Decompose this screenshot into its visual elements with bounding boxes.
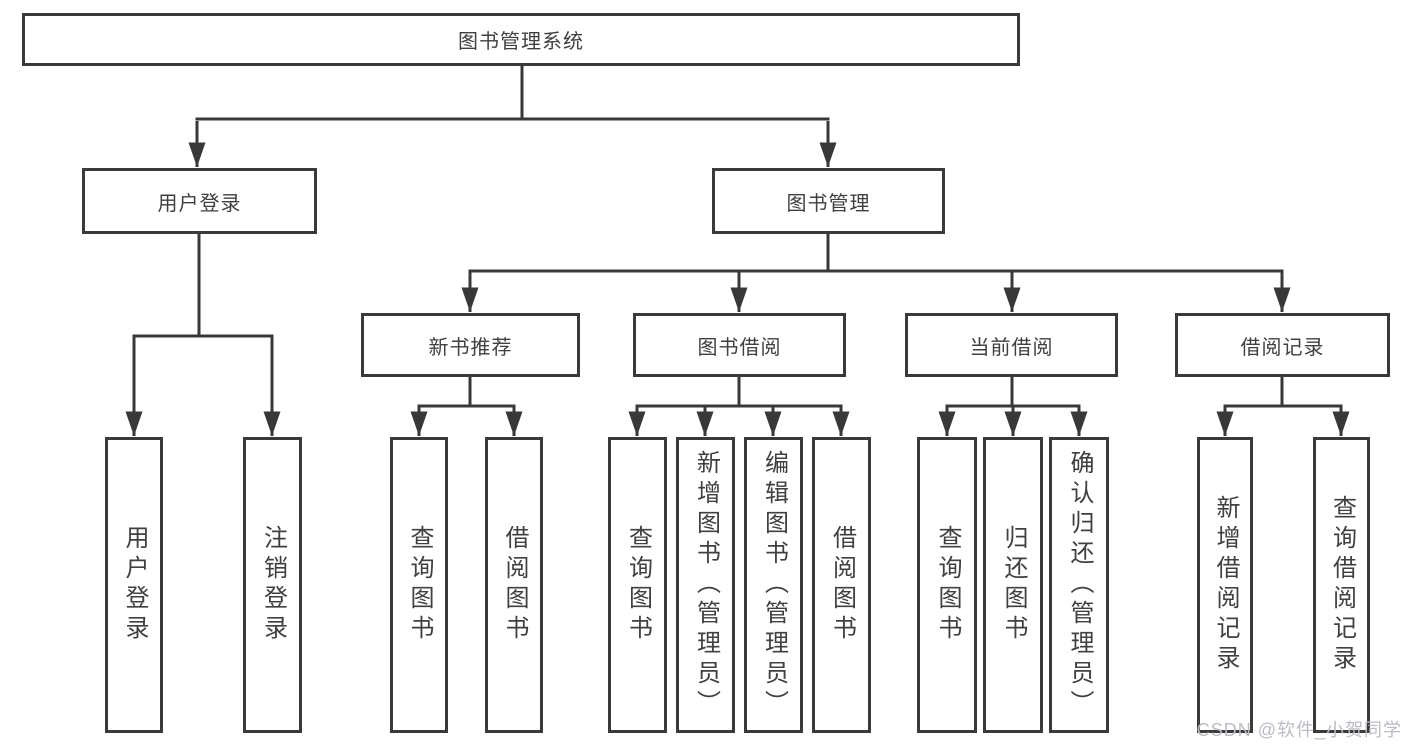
node-label: 当前借阅	[969, 336, 1054, 359]
leaf-borrow-books: 借阅图书	[485, 437, 543, 733]
node-book-borrowing: 图书借阅	[633, 313, 846, 377]
node-label: 借阅记录	[1240, 336, 1325, 359]
leaf-query-books: 查询图书	[390, 437, 448, 733]
leaf-borrow-books: 借阅图书	[812, 437, 871, 733]
leaf-edit-book-admin: 编辑图书（管理员）	[744, 437, 803, 733]
leaf-add-book-admin: 新增图书（管理员）	[676, 437, 735, 733]
leaf-query-borrow-record: 查询借阅记录	[1313, 437, 1370, 733]
leaf-return-book: 归还图书	[983, 437, 1043, 733]
leaf-add-borrow-record: 新增借阅记录	[1197, 437, 1253, 733]
node-user-login: 用户登录	[82, 168, 317, 234]
node-borrowing-records: 借阅记录	[1175, 313, 1390, 377]
node-new-book-recommendation: 新书推荐	[361, 313, 580, 377]
node-library-management-system: 图书管理系统	[22, 13, 1020, 66]
leaf-logout: 注销登录	[243, 437, 302, 733]
leaf-query-books: 查询图书	[608, 437, 667, 733]
leaf-user-login: 用户登录	[105, 437, 163, 733]
node-label: 图书管理	[786, 192, 871, 215]
leaf-confirm-return-admin: 确认归还（管理员）	[1049, 437, 1109, 733]
node-label: 图书借阅	[697, 336, 782, 359]
node-book-management: 图书管理	[712, 168, 945, 234]
csdn-watermark: CSDN @软件_小贺同学	[1196, 720, 1402, 740]
node-label: 用户登录	[157, 192, 242, 215]
leaf-query-books: 查询图书	[917, 437, 977, 733]
node-current-borrowing: 当前借阅	[905, 313, 1118, 377]
node-label: 新书推荐	[428, 336, 513, 359]
node-label: 图书管理系统	[458, 31, 584, 53]
